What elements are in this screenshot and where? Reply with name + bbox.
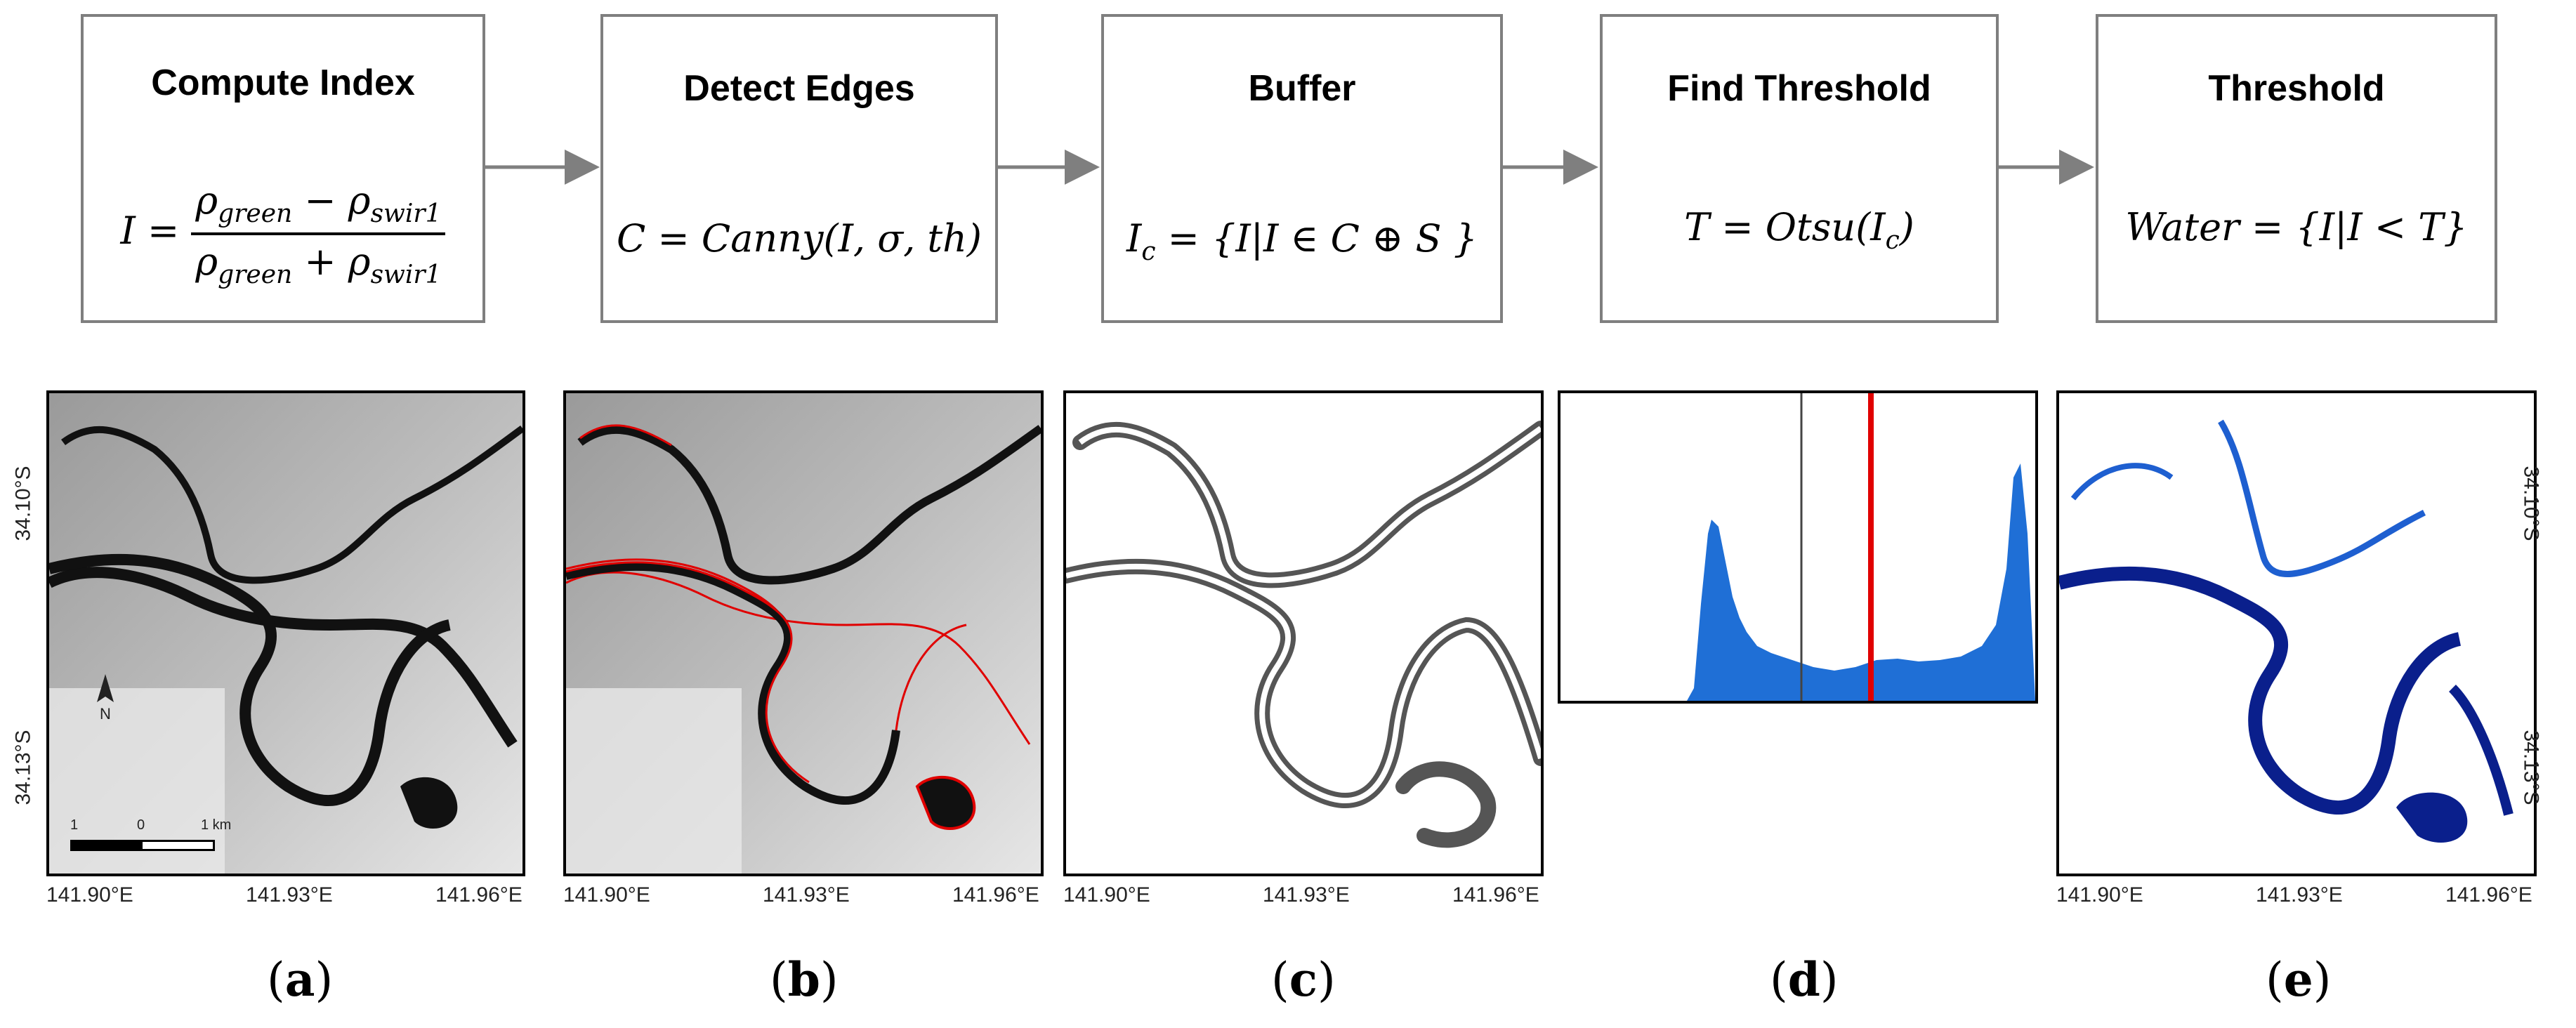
panel-a-index-image: N 1 0 1 km (46, 390, 525, 876)
panel-a-x-tick-2: 141.93°E (246, 883, 333, 907)
scale-label-left: 1 (70, 817, 79, 833)
formula-otsu: T = Otsu(Ic) (1684, 205, 1914, 255)
formula-ndwi: I = ρgreen − ρswir1 ρgreen + ρswir1 (84, 178, 482, 289)
caption-d: (d) (1770, 952, 1839, 1007)
step-title-detect-edges: Detect Edges (683, 68, 915, 109)
scale-label-right: 1 km (201, 817, 232, 833)
panel-e-x-tick-3: 141.96°E (2445, 883, 2532, 907)
formula-ndwi-numerator: ρgreen − ρswir1 (191, 178, 446, 235)
panel-a-x-tick-1: 141.90°E (46, 883, 133, 907)
caption-e: (e) (2266, 952, 2332, 1007)
step-box-buffer: Buffer Ic = {I|I ∈ C ⊕ S } (1101, 14, 1503, 323)
histogram-bars (1687, 463, 2035, 701)
panel-e-water-mask (2056, 390, 2537, 876)
formula-ndwi-fraction: ρgreen − ρswir1 ρgreen + ρswir1 (191, 178, 446, 289)
panel-c-x-tick-1: 141.90°E (1063, 883, 1150, 907)
flow-arrows (485, 150, 2094, 185)
panel-b-x-tick-1: 141.90°E (563, 883, 650, 907)
panel-b-x-tick-2: 141.93°E (763, 883, 850, 907)
caption-a: (a) (267, 952, 334, 1007)
step-title-threshold: Threshold (2208, 68, 2385, 109)
formula-water: Water = {I|I < T} (2125, 205, 2468, 249)
panel-b-map (566, 393, 1041, 874)
step-title-find-threshold: Find Threshold (1667, 68, 1931, 109)
step-box-detect-edges: Detect Edges C = Canny(I, σ, th) (600, 14, 998, 323)
panel-e-map (2059, 393, 2534, 874)
panel-e-x-tick-1: 141.90°E (2056, 883, 2143, 907)
panel-e-y-tick-1: 34.10°S (2519, 466, 2543, 541)
histogram-chart (1687, 393, 2035, 701)
panel-e-y-tick-2: 34.13°S (2519, 730, 2543, 805)
panel-e-x-tick-2: 141.93°E (2256, 883, 2343, 907)
formula-ndwi-denominator: ρgreen + ρswir1 (195, 239, 442, 289)
panel-a-y-tick-2: 34.13°S (11, 730, 35, 805)
formula-ndwi-lhs: I = (120, 208, 180, 253)
caption-b: (b) (770, 952, 839, 1007)
scale-bar (70, 840, 215, 851)
step-title-compute-index: Compute Index (151, 62, 415, 103)
panel-c-x-tick-2: 141.93°E (1263, 883, 1350, 907)
step-box-compute-index: Compute Index I = ρgreen − ρswir1 ρgreen… (81, 14, 485, 323)
step-box-threshold: Threshold Water = {I|I < T} (2096, 14, 2497, 323)
panel-a-map (49, 393, 523, 874)
panel-a-x-tick-3: 141.96°E (435, 883, 523, 907)
panel-b-edges-image (563, 390, 1044, 876)
north-label: N (100, 705, 111, 723)
panel-d-histogram (1558, 390, 2038, 704)
panel-c-map (1066, 393, 1541, 874)
step-title-buffer: Buffer (1248, 68, 1356, 109)
step-box-find-threshold: Find Threshold T = Otsu(Ic) (1600, 14, 1999, 323)
panel-c-buffer-image (1063, 390, 1544, 876)
caption-c: (c) (1271, 952, 1336, 1007)
formula-buffer: Ic = {I|I ∈ C ⊕ S } (1126, 216, 1478, 266)
panel-c-x-tick-3: 141.96°E (1452, 883, 1539, 907)
formula-canny: C = Canny(I, σ, th) (617, 216, 982, 261)
panel-b-x-tick-3: 141.96°E (952, 883, 1039, 907)
scale-label-mid: 0 (137, 817, 145, 833)
panel-a-y-tick-1: 34.10°S (11, 466, 35, 541)
